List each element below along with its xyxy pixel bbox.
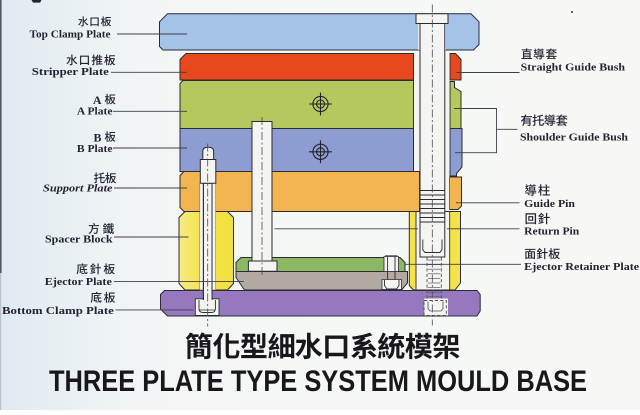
svg-text:Bottom Clamp Plate: Bottom Clamp Plate [2,305,114,317]
svg-text:Return Pin: Return Pin [524,226,579,238]
svg-text:THREE PLATE TYPE SYSTEM MOULD: THREE PLATE TYPE SYSTEM MOULD BASE [49,365,587,398]
svg-text:Ejector Retainer Plate: Ejector Retainer Plate [524,261,639,273]
svg-text:Top Clamp Plate: Top Clamp Plate [30,28,111,40]
svg-text:Support Plate: Support Plate [43,182,113,194]
svg-text:Spacer Block: Spacer Block [45,233,113,245]
svg-text:Guide Pin: Guide Pin [524,198,575,210]
svg-text:A Plate: A Plate [77,106,113,118]
svg-text:Ejector Plate: Ejector Plate [45,276,112,288]
svg-text:A: A [93,93,102,107]
svg-text:Stripper Plate: Stripper Plate [32,66,109,78]
svg-text:B: B [93,130,101,144]
svg-text:Straight Guide Bush: Straight Guide Bush [521,62,625,74]
svg-text:B Plate: B Plate [77,143,113,155]
svg-text:Shoulder Guide Bush: Shoulder Guide Bush [520,132,628,144]
